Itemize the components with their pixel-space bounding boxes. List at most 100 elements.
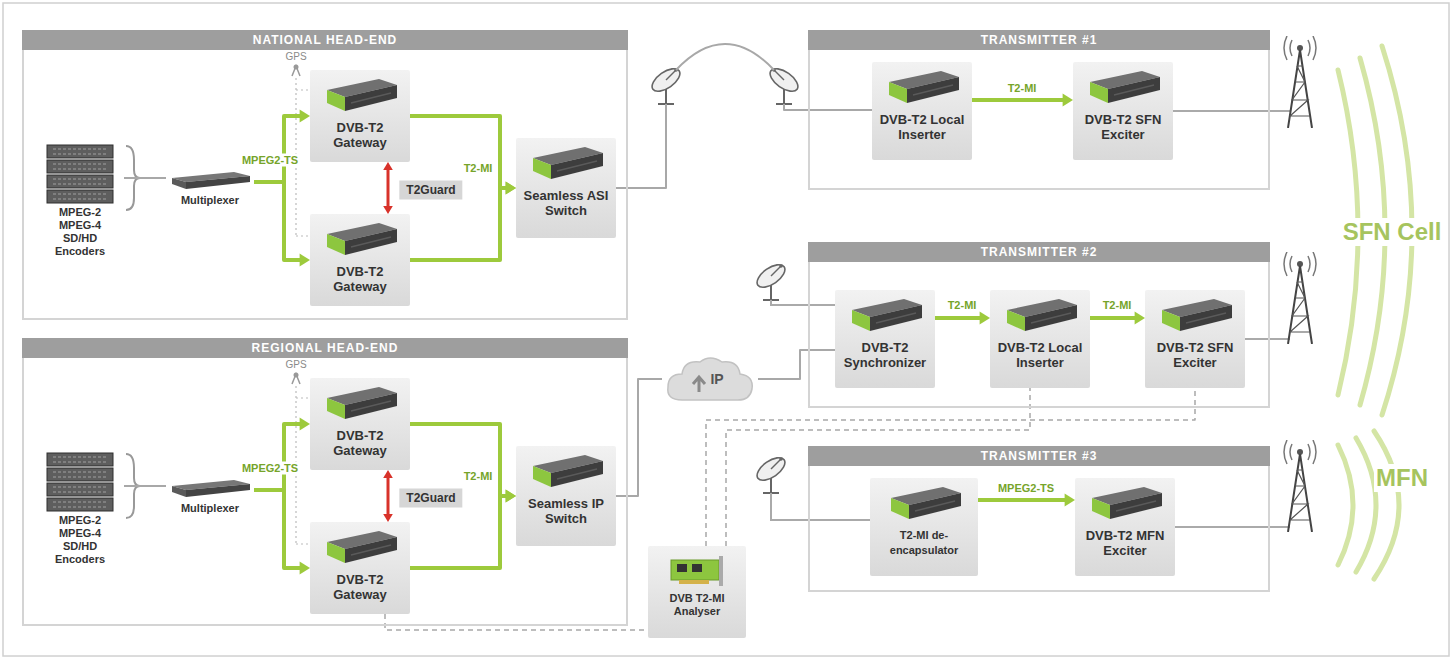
equipment-label: T2-MI de-encapsulator	[870, 528, 978, 558]
antenna-feed-line	[1173, 110, 1290, 112]
device-slot	[351, 401, 391, 411]
device-icon	[885, 484, 963, 524]
connector-line	[410, 424, 507, 496]
link-label: T2-MI	[462, 162, 495, 175]
equipment-unit: DVB-T2 Gateway	[310, 214, 410, 306]
encoder-unit	[47, 160, 113, 173]
satellite-dish	[753, 453, 788, 493]
device-side	[327, 398, 345, 419]
device-slot	[557, 469, 597, 479]
device-front	[909, 493, 961, 519]
connector-line	[935, 316, 981, 320]
arrow-head	[300, 562, 310, 575]
arrow-head	[383, 162, 393, 170]
multiplexer-icon	[168, 170, 252, 192]
connector-line	[254, 116, 301, 182]
site-panel: NATIONAL HEAD-ENDMPEG-2 MPEG-4 SD/HD Enc…	[22, 30, 628, 320]
arrow-head	[1135, 312, 1145, 325]
transmitter-tower	[1284, 36, 1316, 128]
encoder-rack: MPEG-2 MPEG-4 SD/HD Encoders	[36, 448, 124, 572]
device-slot	[876, 313, 916, 323]
connector-line	[1090, 316, 1136, 320]
encoder-vents	[53, 149, 107, 154]
device-slot	[915, 501, 955, 511]
link-label: T2-MI	[462, 470, 495, 483]
device-front	[345, 393, 397, 419]
device-front	[345, 537, 397, 563]
encoder-unit	[47, 175, 113, 188]
equipment-label: DVB T2-MI Analyser	[648, 592, 746, 618]
equipment-unit: DVB-T2 Local Inserter	[872, 62, 972, 160]
pci-card-icon	[667, 556, 727, 586]
cloud-icon	[662, 352, 758, 406]
arrow-head	[300, 110, 310, 123]
device-icon	[883, 68, 961, 108]
device-icon	[321, 220, 399, 260]
link-label: T2-MI	[1006, 82, 1039, 95]
arrow-head	[383, 470, 393, 478]
link-label: T2-MI	[946, 299, 979, 312]
equipment-label: DVB-T2 SFN Exciter	[1145, 340, 1245, 370]
device-slot	[1116, 501, 1156, 511]
encoder-vents	[53, 457, 107, 462]
satellite-dish	[648, 64, 683, 104]
device-side	[327, 234, 345, 255]
site-panel: TRANSMITTER #2DVB-T2 SynchronizerDVB-T2 …	[808, 242, 1270, 408]
encoder-rack: MPEG-2 MPEG-4 SD/HD Encoders	[36, 140, 124, 264]
site-panel: TRANSMITTER #1 DVB-T2 Local Inserter DVB-T…	[808, 30, 1270, 190]
equipment-unit: T2-MI de-encapsulator	[870, 478, 978, 576]
arrow-head	[300, 418, 310, 431]
device-front	[907, 77, 959, 103]
multiplexer-unit: Multiplexer	[166, 168, 254, 220]
ip-network-cloud: IP	[662, 352, 758, 406]
card-contacts	[679, 580, 709, 584]
gps-antenna	[292, 65, 310, 237]
arrow-head	[506, 490, 516, 503]
device-front	[1025, 305, 1077, 331]
connector-line	[254, 182, 301, 260]
equipment-unit: DVB-T2 Gateway	[310, 378, 410, 470]
equipment-label: DVB-T2 Gateway	[310, 572, 410, 602]
encoder-unit	[47, 498, 113, 511]
signal-link	[385, 614, 648, 630]
arrow-head	[980, 312, 990, 325]
satellite-dish	[766, 64, 801, 104]
equipment-unit: DVB-T2 Synchronizer	[835, 290, 935, 388]
antenna-feed-line	[1245, 338, 1290, 340]
device-side	[172, 486, 186, 497]
signal-link	[383, 162, 393, 214]
device-icon	[321, 528, 399, 568]
equipment-unit: Seamless ASI Switch	[516, 138, 616, 238]
connector-line	[616, 379, 662, 496]
guard-label: T2Guard	[399, 181, 462, 200]
cloud-shape	[668, 358, 752, 400]
signal-link	[254, 110, 310, 182]
site-heading: TRANSMITTER #1	[808, 30, 1270, 50]
device-side	[327, 542, 345, 563]
coverage-label: SFN Cell	[1341, 218, 1444, 246]
arrow-head	[1063, 94, 1073, 107]
connector-line	[387, 169, 390, 207]
signal-link	[616, 44, 872, 188]
arrow-head	[383, 206, 393, 214]
site-heading: REGIONAL HEAD-END	[22, 338, 628, 358]
site-panel: TRANSMITTER #3 T2-MI de-encapsulator DVB-T…	[808, 446, 1270, 592]
device-icon	[1156, 296, 1234, 336]
equipment-unit: DVB-T2 SFN Exciter	[1073, 62, 1173, 160]
signal-link	[254, 182, 310, 266]
device-icon	[1086, 484, 1164, 524]
dish-feed-line	[771, 493, 870, 520]
signal-link	[254, 418, 310, 490]
equipment-label: DVB-T2 MFN Exciter	[1075, 528, 1175, 558]
encoder-vents	[53, 164, 107, 169]
site-heading: TRANSMITTER #3	[808, 446, 1270, 466]
encoder-vents	[53, 502, 107, 507]
transmitter-tower	[1284, 252, 1316, 344]
encoder-stack-icon	[43, 452, 117, 512]
connector-line	[385, 614, 648, 630]
device-icon	[1084, 68, 1162, 108]
device-side	[1162, 310, 1180, 331]
device-front	[345, 229, 397, 255]
device-side	[1007, 310, 1025, 331]
encoder-unit	[47, 453, 113, 466]
